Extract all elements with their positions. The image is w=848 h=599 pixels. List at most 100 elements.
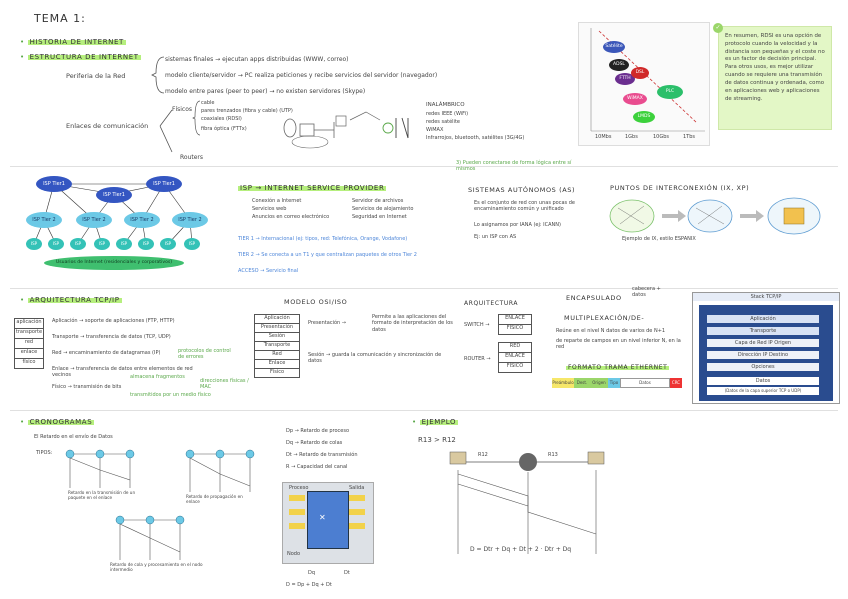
heading-cronogramas: CRONOGRAMAS xyxy=(27,418,95,426)
crono-intro: El Retardo en el envío de Datos xyxy=(34,434,113,440)
isp-tier1-text: TIER 1 → Internacional (ej: tipos, red: … xyxy=(238,236,408,242)
summary-note: ✓ En resumen, RDSI es una opción de prot… xyxy=(713,23,832,130)
encap-side: cabecera + datos xyxy=(632,286,661,299)
osi-layer-7: Físico xyxy=(254,369,300,378)
medio-1: cable xyxy=(201,100,215,106)
osi-layer-1: Aplicación xyxy=(254,314,300,324)
chart-xtick-3: 10Gbs xyxy=(653,134,670,140)
frame-field-3: Origen xyxy=(590,378,608,388)
separator-3 xyxy=(10,410,838,411)
autonomos-note: 3) Pueden conectarse de forma lógica ent… xyxy=(456,160,572,173)
tier2-node-2: ISP Tier 2 xyxy=(76,212,112,228)
heading-estructura: ESTRUCTURA DE INTERNET xyxy=(27,53,141,61)
ip-row-4: Dirección IP Destino xyxy=(707,351,819,359)
isp-title-text: ISP → INTERNET SERVICE PROVIDER xyxy=(238,184,387,192)
node-dq-label: Dq xyxy=(308,570,316,576)
local-node-3: ISP local xyxy=(70,238,86,258)
isp-tier2-text: TIER 2 → Se conecta a un T1 y que centra… xyxy=(238,252,417,258)
crono-def-4: R → Capacidad del canal xyxy=(286,464,348,470)
osi-layer-3: Sesión xyxy=(254,333,300,342)
arq-switch: SWITCH → xyxy=(464,322,490,328)
tcpip-stack: aplicación transporte red enlace físico xyxy=(14,318,44,369)
tier2-node-4: ISP Tier 2 xyxy=(172,212,208,228)
arq-sw-title: ARQUITECTURA xyxy=(464,300,519,307)
osi-layer-4: Transporte xyxy=(254,342,300,351)
router-stack: RED ENLACE FÍSICO xyxy=(498,342,532,373)
ejemplo-formula: D = Dtr + Dq + Dt + 2 · Dtr + Dq xyxy=(470,546,572,553)
switch-stack: ENLACE FÍSICO xyxy=(498,314,532,335)
tcpip-note-2: almacena fragmentos xyxy=(130,374,185,380)
osi-sesion: Sesión → guarda la comunicación y sincro… xyxy=(308,352,442,365)
timing-diagrams xyxy=(65,449,255,560)
isp-right-1: Servidor de archivos xyxy=(352,198,404,204)
local-node-2: ISP local xyxy=(48,238,64,258)
router-layer-2: ENLACE xyxy=(498,353,532,363)
tcpip-item-1: Aplicación → soporte de aplicaciones (FT… xyxy=(52,318,175,324)
local-node-6: ISP local xyxy=(138,238,154,258)
routers-label: Routers xyxy=(180,154,204,161)
chart-xtick-2: 1Gbs xyxy=(625,134,638,140)
tier2-node-1: ISP Tier 2 xyxy=(26,212,62,228)
osi-stack: Aplicación Presentación Sesión Transport… xyxy=(254,314,300,378)
crono-caption-2: Retardo de propagación en enlace xyxy=(186,494,243,505)
crono-def-3: Dt → Retardo de transmisión xyxy=(286,452,358,458)
arq-router: ROUTER → xyxy=(464,356,491,362)
node-dt-label: Dt xyxy=(344,570,350,576)
ethernet-frame: Preámbulo Dest. Origen Tipo Datos CRC xyxy=(552,378,682,388)
osi-presentacion-note: Permite a las aplicaciones del formato d… xyxy=(372,314,453,333)
ejemplo-r13: R13 xyxy=(548,452,558,458)
local-node-1: ISP local xyxy=(26,238,42,258)
autonomos-title: SISTEMAS AUTÓNOMOS (AS) xyxy=(468,186,576,194)
mux-title: MULTIPLEXACIÓN/DE- xyxy=(564,314,645,322)
ip-header-caption: Stack TCP/IP xyxy=(693,293,839,301)
inalambrico-title: INALÁMBRICO xyxy=(426,102,465,108)
crono-caption-3: Retardo de cola y procesamiento en el no… xyxy=(110,562,203,573)
ejemplo-diagram xyxy=(449,451,605,554)
isp-left-2: Servicios web xyxy=(252,206,287,212)
heading-historia: HISTORIA DE INTERNET xyxy=(27,38,126,46)
chart-axes xyxy=(590,28,705,132)
isp-acceso-text: ACCESO → Servicio final xyxy=(238,268,299,274)
input-queue-3 xyxy=(289,523,305,529)
inalambrico-3: WiMAX xyxy=(426,127,444,133)
tier1-node-3: ISP Tier1 xyxy=(146,176,182,192)
medio-4: fibra óptica (FTTx) xyxy=(201,126,247,132)
mux-line-1: Reúne en el nivel N datos de varios de N… xyxy=(556,328,666,334)
switch-fabric-icon: ✕ xyxy=(319,513,326,522)
section-historia: • HISTORIA DE INTERNET xyxy=(20,38,126,46)
tier2-node-3: ISP Tier 2 xyxy=(124,212,160,228)
output-queue-3 xyxy=(349,523,365,529)
crono-def-1: Dp → Retardo de proceso xyxy=(286,428,350,434)
osi-layer-2: Presentación xyxy=(254,324,300,333)
ip-row-5: Opciones xyxy=(707,363,819,371)
isp-title: ISP → INTERNET SERVICE PROVIDER xyxy=(238,184,387,192)
local-node-8: ISP local xyxy=(184,238,200,258)
users-pill: Usuarios de Internet (residenciales y co… xyxy=(44,256,184,270)
crono-caption-1: Retardo en la transmisión de un paquete … xyxy=(68,490,136,501)
ip-header-image: Stack TCP/IP Aplicación Transporte Capa … xyxy=(692,292,840,404)
osi-presentacion: Presentación → xyxy=(308,320,346,326)
ip-row-7: (Datos de la capa superior TCP o UDP) xyxy=(707,387,819,395)
router-layer-3: FÍSICO xyxy=(498,363,532,373)
section-ejemplo: • EJEMPLO xyxy=(412,418,459,426)
chart-point-adsl: ADSL xyxy=(609,59,629,71)
crono-formula: D = Dp + Dq + Dt xyxy=(286,582,332,588)
separator-1 xyxy=(10,166,838,167)
autonomos-line-1: Es el conjunto de red con unas pocas de … xyxy=(474,200,575,213)
output-queue-2 xyxy=(349,509,365,515)
puntos-caption: Ejemplo de IX, estilo ESPANIX xyxy=(622,236,696,242)
summary-note-text: En resumen, RDSI es una opción de protoc… xyxy=(725,33,825,102)
separator-2 xyxy=(10,288,838,289)
medios-brace xyxy=(192,100,201,136)
isp-right-2: Servicios de alojamiento xyxy=(352,206,414,212)
medio-3: coaxiales (RDSI) xyxy=(201,116,242,122)
ip-row-2: Transporte xyxy=(707,327,819,335)
tcpip-layer-1: aplicación xyxy=(14,318,44,329)
osi-layer-5: Red xyxy=(254,351,300,360)
chart-xtick-1: 10Mbs xyxy=(595,134,612,140)
inalambrico-1: redes IEEE (WiFi) xyxy=(426,111,469,117)
access-tech-chart: Satélite ADSL FTTH DSL WiMAX PLC LMDS 10… xyxy=(578,22,710,146)
output-queue-1 xyxy=(349,495,365,501)
tcpip-item-3: Red → encaminamiento de datagramas (IP) xyxy=(52,350,161,356)
osi-title: MODELO OSI/ISO xyxy=(284,298,348,306)
